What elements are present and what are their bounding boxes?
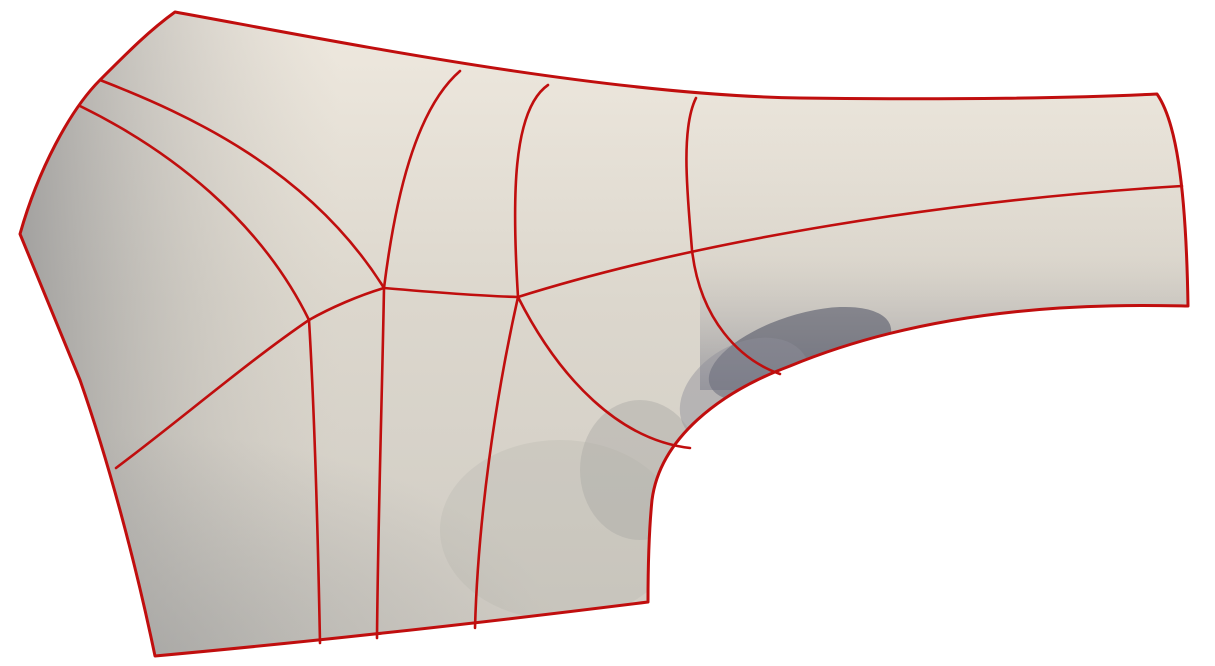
edge-up-from-b: [382, 69, 462, 290]
edge-c-notch: [516, 295, 692, 450]
edge-right-arm-mid: [516, 184, 1184, 299]
edge-a-b: [307, 286, 386, 322]
edge-right-arm-vertical: [685, 96, 782, 376]
edge-vertical-2: [375, 286, 386, 640]
edge-b-c: [382, 286, 520, 299]
edge-upper-left-inner: [78, 104, 311, 322]
edge-b-left-down: [114, 318, 311, 470]
surface-boundary: [18, 10, 1190, 658]
edge-vertical-1: [307, 318, 322, 645]
edge-upper-left-outer: [98, 78, 386, 290]
edge-up-from-c: [513, 83, 550, 299]
patch-edges: [78, 69, 1184, 645]
edge-vertical-3: [473, 295, 520, 630]
